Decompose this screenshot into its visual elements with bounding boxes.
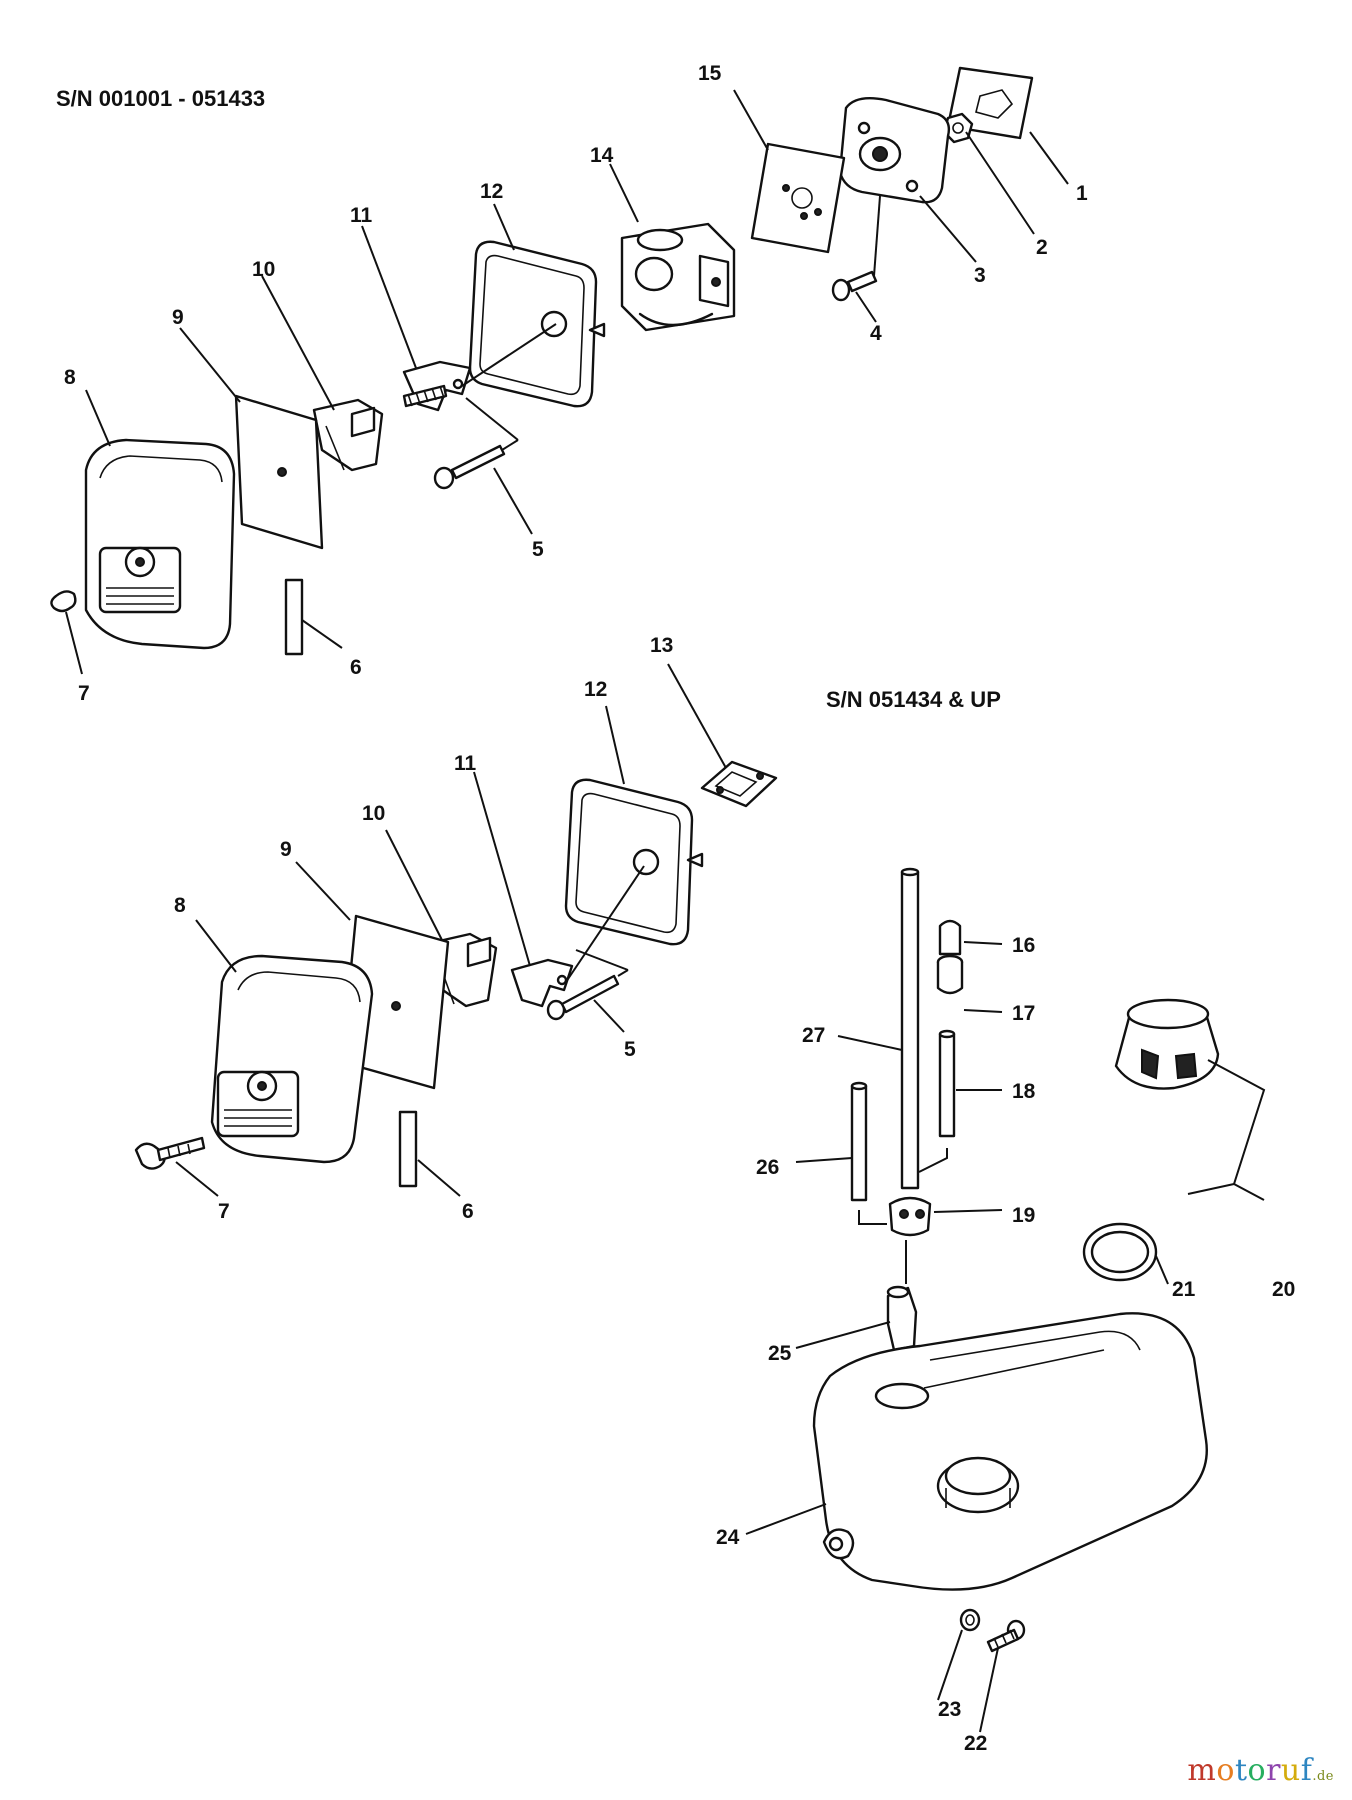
part-21-seal [1082,1222,1158,1282]
callout-6-bottom: 6 [462,1200,474,1223]
callout-13: 13 [650,634,673,657]
callout-25: 25 [768,1342,792,1365]
part-27-tube [900,867,920,1190]
watermark-letter: r [1266,1753,1281,1788]
part-8-cover [84,438,236,650]
callout-18: 18 [1012,1080,1036,1103]
watermark-letter: m [1187,1753,1217,1788]
callout-11-top: 11 [350,204,373,227]
callout-10-bottom: 10 [362,802,385,825]
part-10-clip [312,398,384,472]
callout-10-top: 10 [252,258,275,281]
callout-2: 2 [1036,236,1048,259]
part-18-tube [918,1029,956,1173]
part-22-screw [986,1619,1026,1653]
part-11b-bracket [510,865,645,1008]
part-19-grommet [888,1196,932,1237]
callout-22: 22 [964,1732,987,1755]
callout-1: 1 [1076,182,1088,205]
callout-5-bottom: 5 [624,1038,636,1061]
part-26-tube [850,1081,887,1225]
fuel-leaders [745,941,1266,1733]
part-12b-airbox [564,778,704,946]
part-24-fuel-tank [812,1312,1208,1591]
callout-12-top: 12 [480,180,503,203]
callout-9-bottom: 9 [280,838,292,861]
callout-14: 14 [590,144,614,167]
section-label-late: S/N 051434 & UP [826,687,1001,712]
part-3-adapter [838,97,951,204]
watermark-letter: t [1234,1753,1248,1788]
part-6b-label [398,1110,418,1188]
part-12-airbox [468,240,606,408]
part-7b-wingscrew [134,1136,206,1170]
callout-24: 24 [716,1526,740,1549]
part-15-gasket [750,142,846,254]
part-13-gasket [700,760,778,808]
watermark-suffix: .de [1312,1769,1334,1784]
callout-19: 19 [1012,1204,1035,1227]
part-23-washer [959,1608,981,1632]
callout-12-bottom: 12 [584,678,607,701]
part-stud-spring [402,323,557,408]
part-20-fuel-cap [1114,998,1220,1090]
callout-7-top: 7 [78,682,90,705]
callout-8-top: 8 [64,366,76,389]
callout-7-bottom: 7 [218,1200,230,1223]
watermark-letter: o [1247,1753,1267,1788]
callout-11-bottom: 11 [454,752,477,775]
watermark-logo: motoruf.de [1187,1753,1334,1788]
callout-27: 27 [802,1024,825,1047]
callout-4: 4 [870,322,882,345]
part-6-label [284,578,304,656]
part-7-wingnut [50,590,77,613]
callout-16: 16 [1012,934,1035,957]
part-9-filter [234,394,324,550]
section-label-early: S/N 001001 - 051433 [56,86,265,111]
callout-8-bottom: 8 [174,894,186,917]
callout-6-top: 6 [350,656,362,679]
watermark-letter: f [1300,1753,1313,1788]
top-leaders [65,89,1069,675]
callout-21: 21 [1172,1278,1196,1301]
part-5-bolt [433,397,519,490]
part-8b-cover [210,954,374,1164]
part-14-carburetor [620,222,736,332]
watermark-brand: motoruf [1187,1753,1312,1788]
callout-23: 23 [938,1698,961,1721]
callout-5-top: 5 [532,538,544,561]
callout-17: 17 [1012,1002,1035,1025]
callout-26: 26 [756,1156,779,1179]
part-5b-bolt [546,949,629,1021]
callout-3: 3 [974,264,986,287]
part-17-filter [936,954,964,995]
watermark-letter: u [1280,1753,1301,1788]
callout-9-top: 9 [172,306,184,329]
part-4-screw [831,195,881,302]
bottom-left-leaders [175,663,727,1197]
callout-20: 20 [1272,1278,1295,1301]
callout-15: 15 [698,62,722,85]
watermark-letter: o [1216,1753,1235,1788]
